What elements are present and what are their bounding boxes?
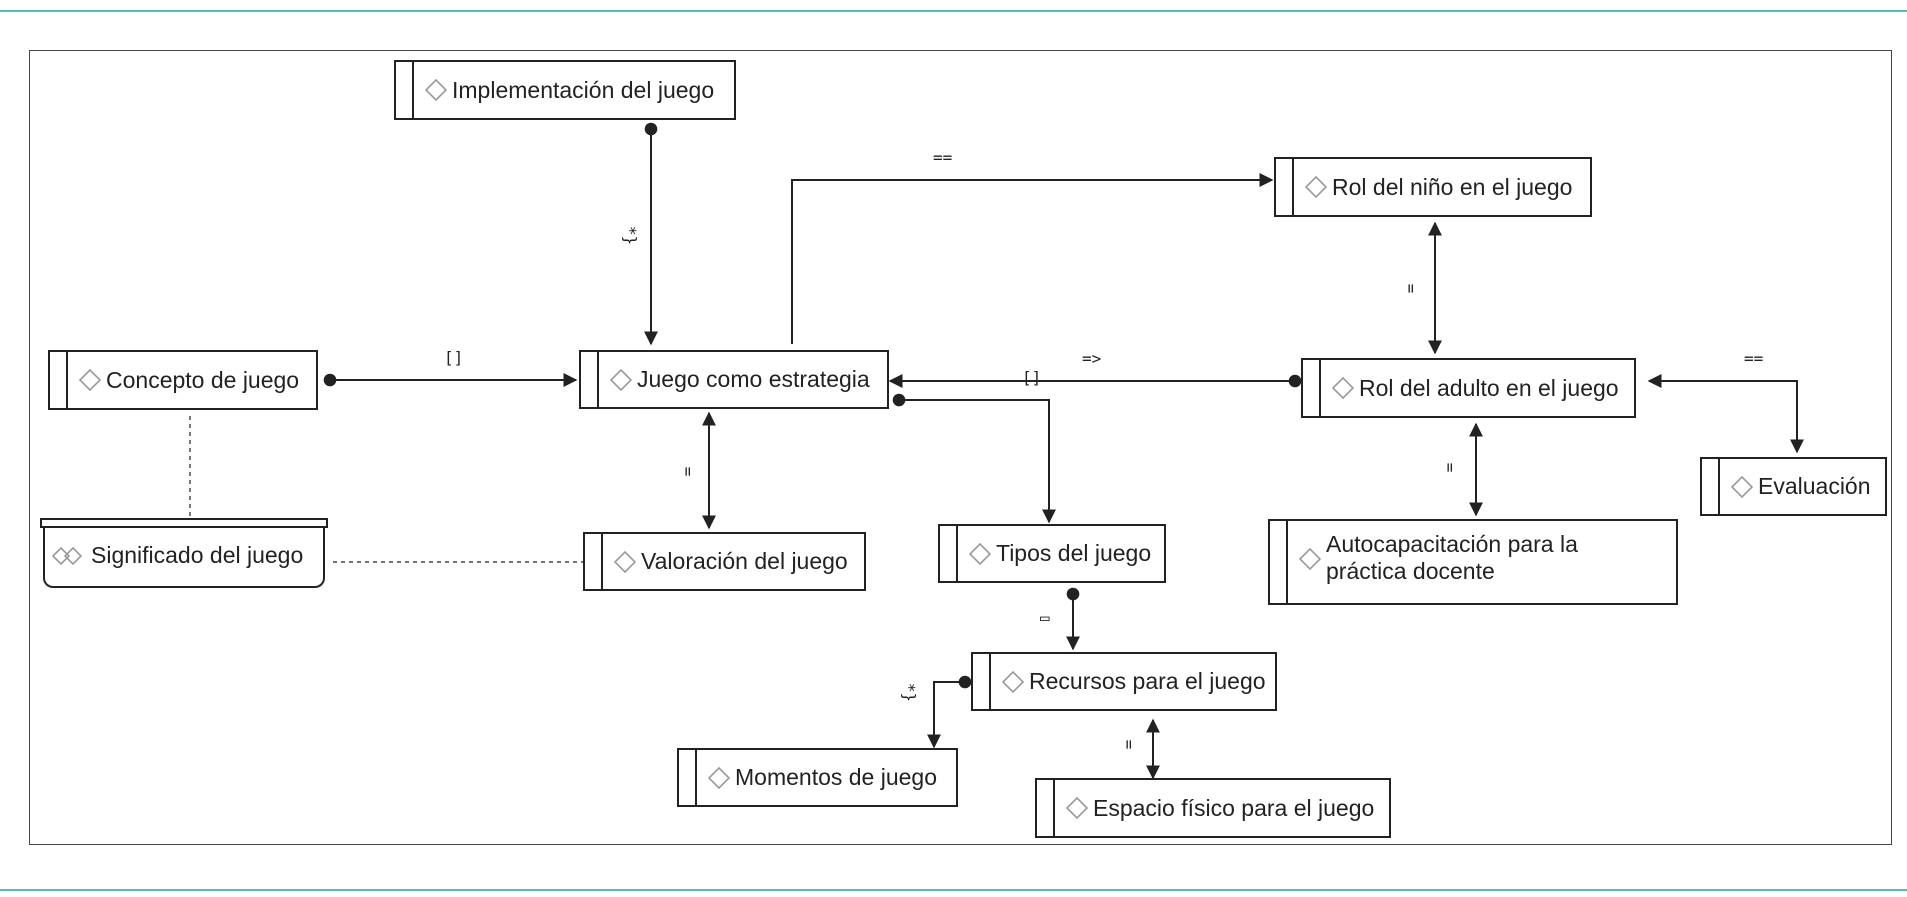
- diamond-icon: [1001, 670, 1025, 693]
- node-concepto[interactable]: Concepto de juego: [48, 350, 318, 410]
- diamond-icon: [1304, 175, 1328, 199]
- diamond-icon: [707, 766, 731, 789]
- node-bar: [412, 62, 414, 118]
- note-tab: [40, 518, 328, 528]
- edge-label-implementacion-estrategia: *}: [621, 225, 641, 246]
- node-bar: [695, 750, 697, 805]
- diamond-icon: [1065, 796, 1089, 820]
- node-label: Concepto de juego: [106, 366, 300, 393]
- node-label: Recursos para el juego: [1029, 668, 1266, 694]
- edge-adulto-evaluacion: [1647, 374, 1804, 454]
- diamond-icon: [1298, 547, 1322, 571]
- edge-label-tipos-recursos: ▭: [1040, 608, 1050, 627]
- node-tipos[interactable]: Tipos del juego: [938, 524, 1166, 583]
- top-rule: [0, 10, 1907, 12]
- node-label: Significado del juego: [91, 542, 304, 568]
- node-bar: [597, 352, 599, 407]
- node-rol-nino[interactable]: Rol del niño en el juego: [1274, 157, 1592, 217]
- node-implementacion[interactable]: Implementación del juego: [394, 60, 736, 120]
- node-bar: [1292, 159, 1294, 215]
- node-espacio[interactable]: Espacio físico para el juego: [1035, 778, 1391, 838]
- node-bar: [66, 352, 68, 408]
- node-autocapacitacion[interactable]: Autocapacitación para la práctica docent…: [1268, 519, 1678, 605]
- edge-label-recursos-momentos: *}: [900, 682, 920, 703]
- node-significado[interactable]: Significado del juego: [40, 518, 328, 588]
- node-label: Valoración del juego: [641, 548, 848, 574]
- edge-label-concepto-estrategia: []: [444, 348, 464, 367]
- node-juego-estrategia[interactable]: Juego como estrategia: [579, 350, 889, 409]
- node-bar: [601, 534, 603, 589]
- node-label: Tipos del juego: [996, 540, 1152, 566]
- node-label: Momentos de juego: [735, 764, 938, 790]
- diagram-frame: [29, 50, 1892, 845]
- node-bar: [1286, 521, 1288, 603]
- node-recursos[interactable]: Recursos para el juego: [971, 652, 1277, 711]
- node-bar: [1053, 780, 1055, 836]
- node-label: Rol del niño en el juego: [1332, 173, 1573, 200]
- node-label: Rol del adulto en el juego: [1359, 374, 1619, 401]
- edge-estrategia-nino: [791, 173, 1274, 344]
- edge-label-adulto-estrategia-a: =>: [1082, 349, 1102, 368]
- diamond-icon: [1730, 475, 1754, 498]
- node-label: Juego como estrategia: [637, 366, 870, 392]
- node-bar: [1718, 459, 1720, 514]
- diamond-icon: [424, 78, 448, 102]
- node-label: Implementación del juego: [452, 76, 715, 103]
- node-momentos[interactable]: Momentos de juego: [677, 748, 958, 807]
- node-rol-adulto[interactable]: Rol del adulto en el juego: [1301, 358, 1636, 418]
- diamond-icon: [78, 368, 102, 392]
- edge-label-estrategia-nino: ==: [933, 148, 953, 167]
- edge-label-adulto-autocap: =: [1440, 462, 1460, 473]
- bottom-rule: [0, 889, 1907, 891]
- node-evaluacion[interactable]: Evaluación: [1700, 457, 1887, 516]
- node-label: Autocapacitación para la práctica docent…: [1326, 531, 1578, 584]
- node-bar: [956, 526, 958, 581]
- diamond-icon: [1331, 376, 1355, 400]
- edge-label-nino-adulto: =: [1401, 283, 1421, 294]
- node-valoracion[interactable]: Valoración del juego: [583, 532, 866, 591]
- edge-label-adulto-evaluacion: ==: [1744, 349, 1764, 368]
- edge-estrategia-tipos: [892, 393, 1056, 524]
- node-bar: [989, 654, 991, 709]
- edge-label-recursos-espacio: =: [1119, 739, 1139, 750]
- double-diamond-icon: [51, 546, 83, 566]
- node-label: Espacio físico para el juego: [1093, 794, 1375, 821]
- edge-label-adulto-estrategia-b: []: [1022, 368, 1042, 387]
- edge-label-estrategia-valoracion: =: [678, 466, 698, 477]
- diamond-icon: [968, 542, 992, 565]
- node-bar: [1319, 360, 1321, 416]
- diamond-icon: [609, 368, 633, 391]
- node-label: Evaluación: [1758, 473, 1871, 499]
- edge-recursos-momentos: [927, 675, 972, 749]
- diamond-icon: [613, 550, 637, 573]
